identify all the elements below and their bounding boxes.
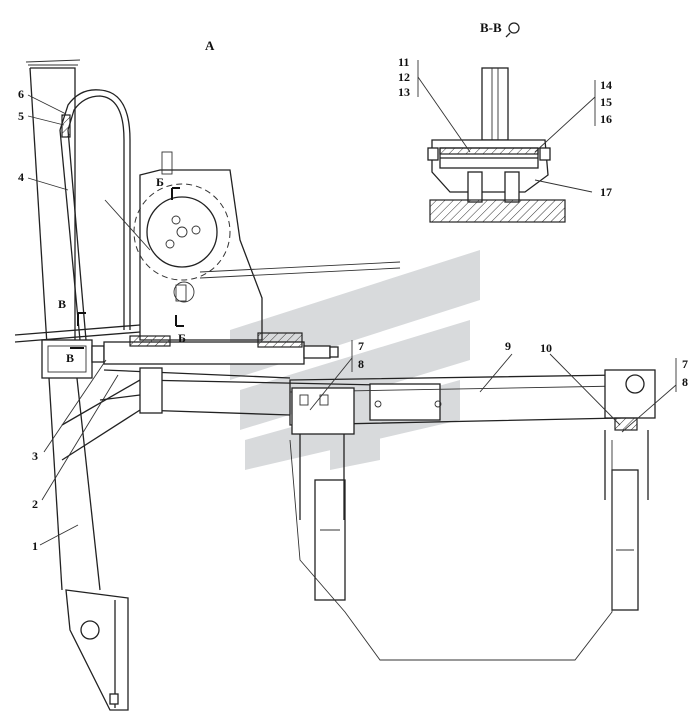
callout-16: 16 <box>600 112 612 126</box>
callout-2: 2 <box>32 497 38 511</box>
left-support <box>291 387 355 601</box>
callout-4: 4 <box>18 170 24 184</box>
right-beam <box>289 374 621 426</box>
callout-11: 11 <box>398 55 409 69</box>
section-mark-b-bottom: Б <box>178 331 186 345</box>
section-label: В-В <box>480 20 502 35</box>
callout-8-right: 8 <box>682 375 688 389</box>
section-mark-b-top: Б <box>156 175 164 189</box>
callout-7-right: 7 <box>682 357 688 371</box>
hose-loop <box>59 89 131 341</box>
callout-12: 12 <box>398 70 410 84</box>
callout-3: 3 <box>32 449 38 463</box>
callout-15: 15 <box>600 95 612 109</box>
section-mark-v-top: В <box>58 297 66 311</box>
tank-outline <box>289 439 613 661</box>
callout-8-left: 8 <box>358 357 364 371</box>
leader-lines <box>27 60 677 546</box>
main-column <box>25 59 129 711</box>
callout-7-left: 7 <box>358 339 364 353</box>
callout-17: 17 <box>600 185 612 199</box>
callout-6: 6 <box>18 87 24 101</box>
right-support <box>604 369 656 611</box>
section-mark-v-bottom: В <box>66 351 74 365</box>
callout-1: 1 <box>32 539 38 553</box>
callout-14: 14 <box>600 78 612 92</box>
section-markers <box>70 187 184 349</box>
rotate-icon <box>505 22 520 38</box>
horizontal-bar <box>14 324 381 416</box>
callout-10: 10 <box>540 341 552 355</box>
view-label-a: А <box>205 38 215 53</box>
callout-5: 5 <box>18 109 24 123</box>
callout-9: 9 <box>505 339 511 353</box>
callout-13: 13 <box>398 85 410 99</box>
section-detail <box>427 67 566 223</box>
